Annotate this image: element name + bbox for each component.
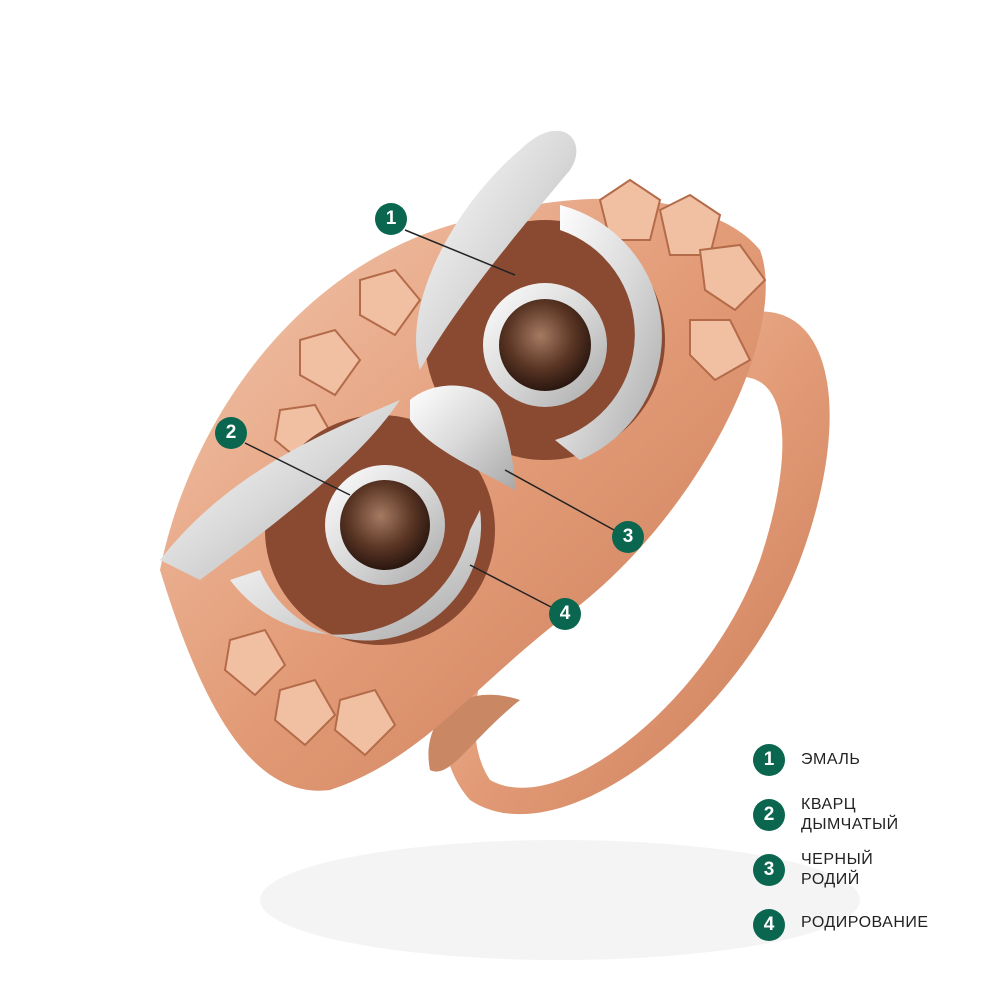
callout-number: 1	[385, 208, 397, 229]
leader-line-3	[504, 469, 615, 531]
legend-label: КВАРЦ ДЫМЧАТЫЙ	[801, 796, 899, 833]
silver-feather-left	[160, 400, 400, 580]
reflection	[260, 840, 860, 960]
silver-feather-top	[416, 130, 577, 370]
callout-number: 4	[559, 603, 571, 624]
beak	[410, 385, 515, 490]
legend-label: РОДИРОВАНИЕ	[801, 914, 929, 931]
callout-2: 2	[215, 417, 247, 449]
smoky-quartz-left	[340, 480, 430, 570]
callout-number: 2	[225, 422, 237, 443]
legend-label: ЧЕРНЫЙ РОДИЙ	[801, 851, 874, 888]
legend-item: 2 КВАРЦ ДЫМЧАТЫЙ	[753, 796, 899, 835]
smoky-quartz-right	[499, 299, 591, 391]
callout-1: 1	[375, 203, 407, 235]
legend-item: 4 РОДИРОВАНИЕ	[753, 909, 929, 941]
leader-line-2	[244, 442, 351, 496]
legend-badge: 2	[753, 799, 785, 831]
callout-3: 3	[612, 521, 644, 553]
callout-4: 4	[549, 598, 581, 630]
legend-item: 3 ЧЕРНЫЙ РОДИЙ	[753, 851, 873, 890]
legend-item: 1 ЭМАЛЬ	[753, 744, 860, 776]
legend-badge: 3	[753, 854, 785, 886]
callout-number: 3	[622, 526, 634, 547]
leader-line-4	[469, 564, 552, 608]
leader-line-1	[404, 229, 516, 276]
legend-badge: 4	[753, 909, 785, 941]
legend-badge: 1	[753, 744, 785, 776]
silver-brow-right	[555, 205, 662, 460]
legend-label: ЭМАЛЬ	[801, 751, 861, 768]
ring-inner	[474, 376, 783, 788]
